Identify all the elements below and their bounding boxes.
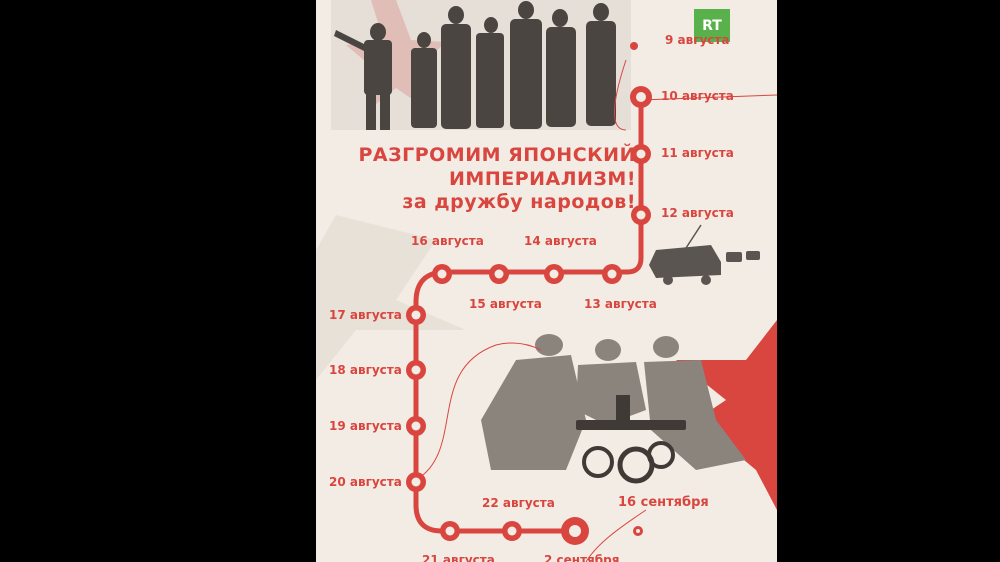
- date-label-22-aug: 22 августа: [482, 496, 555, 510]
- marker-20-aug: [406, 472, 426, 492]
- date-label-11-aug: 11 августа: [661, 146, 734, 160]
- date-label-19-aug: 19 августа: [329, 419, 402, 433]
- marker-9-aug: [630, 42, 638, 50]
- date-label-12-aug: 12 августа: [661, 206, 734, 220]
- marker-11-aug: [631, 144, 651, 164]
- date-label-21-aug: 21 августа: [422, 553, 495, 562]
- date-label-17-aug: 17 августа: [329, 308, 402, 322]
- marker-16-aug: [432, 264, 452, 284]
- headline-line-2: ИМПЕРИАЛИЗМ!: [449, 168, 636, 190]
- marker-19-aug: [406, 416, 426, 436]
- marker-2-sep: [561, 517, 589, 545]
- photo-armored-vehicles: [649, 224, 760, 285]
- rt-logo: RT: [694, 9, 730, 42]
- date-label-2-sep: 2 сентября: [544, 553, 620, 562]
- marker-14-aug: [544, 264, 564, 284]
- date-label-20-aug: 20 августа: [329, 475, 402, 489]
- photo-officers: [331, 0, 631, 130]
- poster-graphics: [316, 0, 777, 562]
- marker-22-aug: [502, 521, 522, 541]
- marker-12-aug: [631, 205, 651, 225]
- marker-16-sep: [633, 526, 643, 536]
- date-label-13-aug: 13 августа: [584, 297, 657, 311]
- date-label-9-aug: 9 августа: [665, 33, 730, 47]
- headline-line-1: РАЗГРОМИМ ЯПОНСКИЙ: [358, 144, 636, 166]
- headline-line-3: за дружбу народов!: [402, 191, 636, 213]
- marker-17-aug: [406, 305, 426, 325]
- date-label-10-aug: 10 августа: [661, 89, 734, 103]
- date-label-15-aug: 15 августа: [469, 297, 542, 311]
- infographic-poster: RT РАЗГРОМИМ ЯПОНСКИЙ ИМПЕРИАЛИЗМ! за др…: [316, 0, 777, 562]
- photo-soldiers-machine-gun: [481, 334, 746, 484]
- red-star-top-left: [346, 0, 446, 112]
- timeline-markers: [406, 42, 652, 545]
- date-label-16-aug: 16 августа: [411, 234, 484, 248]
- marker-13-aug: [602, 264, 622, 284]
- date-label-14-aug: 14 августа: [524, 234, 597, 248]
- marker-10-aug: [630, 86, 652, 108]
- route-thin-lines: [415, 59, 777, 562]
- marker-15-aug: [489, 264, 509, 284]
- marker-21-aug: [440, 521, 460, 541]
- date-label-16-sep: 16 сентября: [618, 495, 709, 510]
- marker-18-aug: [406, 360, 426, 380]
- faint-star-shape: [316, 215, 466, 380]
- timeline-path: [413, 97, 644, 534]
- date-label-18-aug: 18 августа: [329, 363, 402, 377]
